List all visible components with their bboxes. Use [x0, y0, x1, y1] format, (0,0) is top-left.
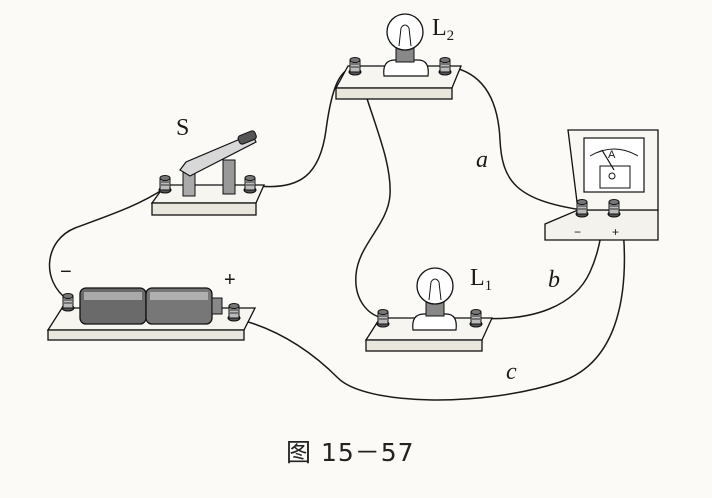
ammeter	[544, 129, 659, 241]
wire-a	[444, 65, 583, 211]
wire-b-label: b	[548, 267, 560, 293]
lamp-l2	[334, 13, 462, 100]
wire-battery-switch	[48, 187, 166, 301]
wire-switch-lamp2	[257, 65, 356, 188]
lamp-l1	[364, 267, 494, 352]
wire-a-label: a	[476, 147, 488, 173]
lamp2-label: L2	[432, 15, 455, 44]
wires	[48, 65, 626, 401]
figure-caption: 图 15－57	[286, 438, 415, 467]
ammeter-unit-label: A	[608, 149, 616, 161]
wire-c	[233, 217, 626, 401]
ammeter-minus-label: −	[574, 225, 582, 239]
battery	[46, 287, 257, 341]
ammeter-plus-label: +	[612, 225, 620, 239]
wire-lamp2-lamp1	[355, 65, 391, 319]
wire-c-label: c	[506, 359, 517, 385]
lamp1-label: L1	[470, 265, 493, 294]
switch	[150, 130, 266, 216]
battery-minus-label: −	[60, 261, 72, 283]
switch-label: S	[176, 115, 190, 141]
battery-plus-label: +	[224, 269, 236, 291]
